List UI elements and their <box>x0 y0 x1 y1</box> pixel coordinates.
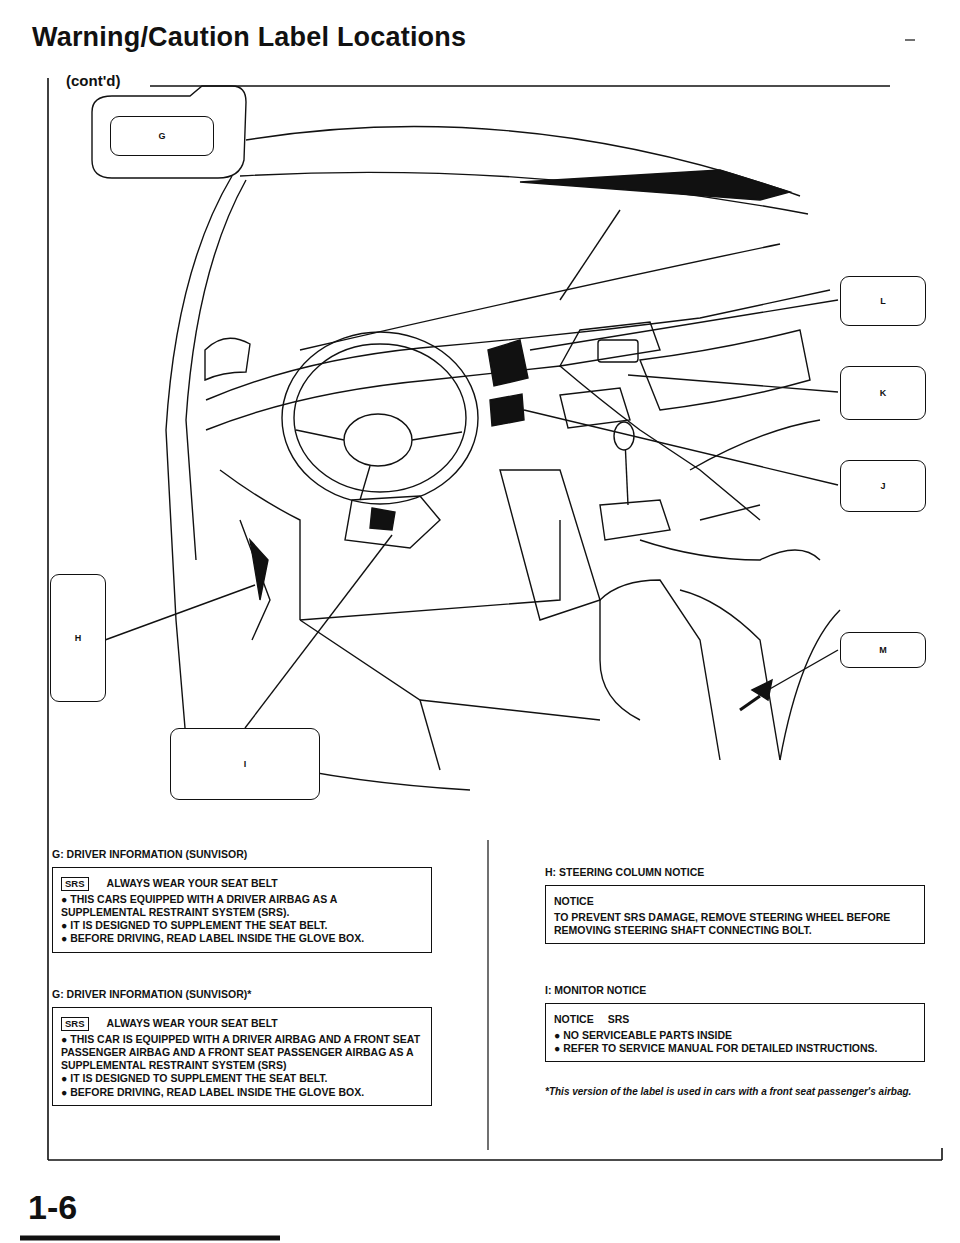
label-facsimile: G: DRIVER INFORMATION (SUNVISOR)* SRS ALWA… <box>52 988 432 1106</box>
label-first-line: NOTICE <box>554 891 916 909</box>
callout-letter: L <box>880 296 886 306</box>
callout-box: M <box>840 632 926 668</box>
label-border: SRS ALWAYS WEAR YOUR SEAT BELT ● THIS CARS… <box>52 867 432 953</box>
label-line: ● NO SERVICEABLE PARTS INSIDE <box>554 1029 916 1042</box>
srs-mark: SRS <box>61 877 89 891</box>
callout-letter: M <box>879 645 887 655</box>
label-first-line: SRS ALWAYS WEAR YOUR SEAT BELT <box>61 1013 423 1031</box>
callout-box: L <box>840 276 926 326</box>
page-number: 1-6 <box>28 1188 148 1227</box>
label-line: ● THIS CAR IS EQUIPPED WITH A DRIVER AIR… <box>61 1033 423 1072</box>
label-line: NOTICE <box>554 895 594 908</box>
label-line: NOTICE <box>554 1013 594 1026</box>
label-line: ALWAYS WEAR YOUR SEAT BELT <box>107 1017 278 1030</box>
footnote: *This version of the label is used in ca… <box>545 1086 925 1097</box>
label-border: NOTICE TO PREVENT SRS DAMAGE, REMOVE STEE… <box>545 885 925 944</box>
label-line: ● BEFORE DRIVING, READ LABEL INSIDE THE … <box>61 1086 423 1099</box>
callout-box: G <box>110 116 214 156</box>
callout-letter: I <box>244 759 247 769</box>
callout-box: K <box>840 366 926 420</box>
callout-letter: H <box>75 633 82 643</box>
callout-box: I <box>170 728 320 800</box>
callout-letter: J <box>880 481 885 491</box>
label-first-line: SRS ALWAYS WEAR YOUR SEAT BELT <box>61 873 423 891</box>
label-line: ● IT IS DESIGNED TO SUPPLEMENT THE SEAT … <box>61 919 423 932</box>
label-heading: G: DRIVER INFORMATION (SUNVISOR) <box>52 848 432 860</box>
label-border: NOTICE SRS ● NO SERVICEABLE PARTS INSIDE● … <box>545 1003 925 1062</box>
callout-box: H <box>50 574 106 702</box>
label-line: ● BEFORE DRIVING, READ LABEL INSIDE THE … <box>61 932 423 945</box>
label-line: ● REFER TO SERVICE MANUAL FOR DETAILED I… <box>554 1042 916 1055</box>
label-line: SRS <box>608 1013 630 1026</box>
callout-letter: G <box>158 131 165 141</box>
continued-mark: (cont'd) <box>66 72 156 89</box>
label-line: TO PREVENT SRS DAMAGE, REMOVE STEERING W… <box>554 911 916 937</box>
label-line: ALWAYS WEAR YOUR SEAT BELT <box>107 877 278 890</box>
callout-box: J <box>840 460 926 512</box>
label-line: ● IT IS DESIGNED TO SUPPLEMENT THE SEAT … <box>61 1072 423 1085</box>
label-facsimile: I: MONITOR NOTICE NOTICE SRS ● NO SERVICEAB… <box>545 984 925 1062</box>
label-heading: I: MONITOR NOTICE <box>545 984 925 996</box>
label-heading: H: STEERING COLUMN NOTICE <box>545 866 925 878</box>
label-facsimile: H: STEERING COLUMN NOTICE NOTICE TO PREVEN… <box>545 866 925 944</box>
label-heading: G: DRIVER INFORMATION (SUNVISOR)* <box>52 988 432 1000</box>
label-facsimile: G: DRIVER INFORMATION (SUNVISOR) SRS ALWAY… <box>52 848 432 953</box>
srs-mark: SRS <box>61 1017 89 1031</box>
label-line: ● THIS CARS EQUIPPED WITH A DRIVER AIRBA… <box>61 893 423 919</box>
callout-letter: K <box>880 388 887 398</box>
page-title: Warning/Caution Label Locations <box>32 22 466 53</box>
label-first-line: NOTICE SRS <box>554 1009 916 1027</box>
label-border: SRS ALWAYS WEAR YOUR SEAT BELT ● THIS CAR … <box>52 1007 432 1106</box>
